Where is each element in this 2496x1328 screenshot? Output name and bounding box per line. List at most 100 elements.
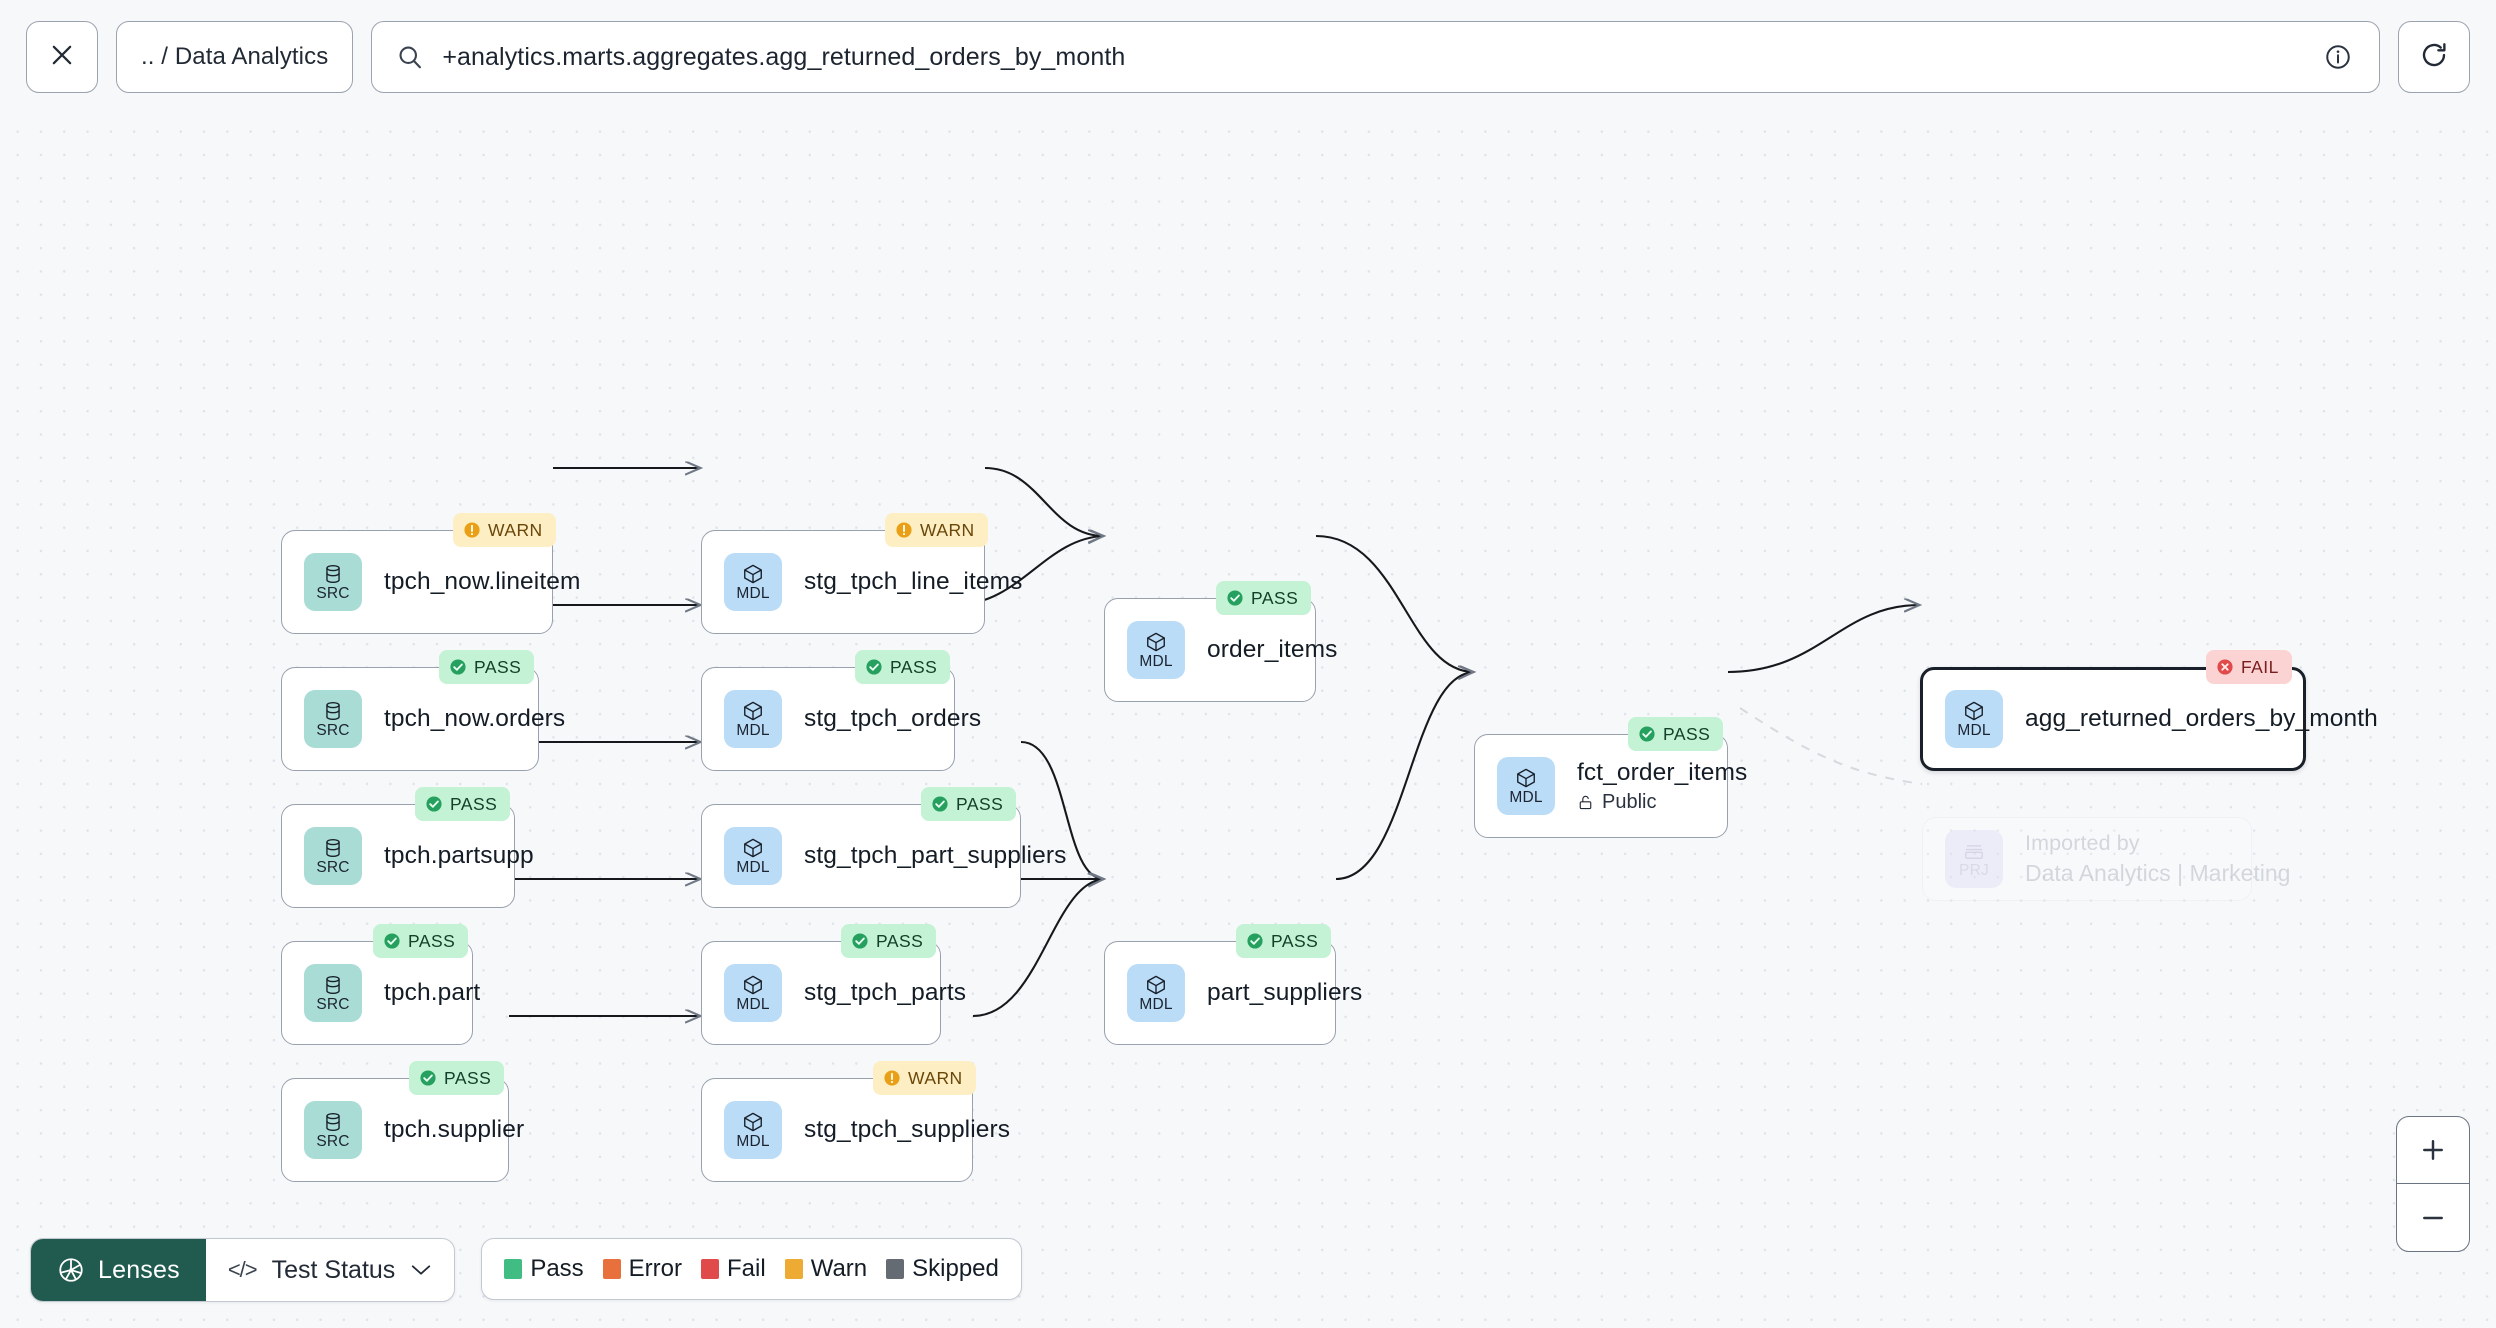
node-title: fct_order_items (1577, 758, 1748, 786)
status-fail-icon (2216, 658, 2234, 676)
mdl-icon (1514, 767, 1538, 789)
minus-icon (2419, 1204, 2447, 1232)
node-body: stg_tpch_suppliers (782, 1116, 1010, 1144)
node-title: tpch.partsupp (384, 842, 534, 869)
search-bar[interactable]: +analytics.marts.aggregates.agg_returned… (371, 21, 2380, 93)
legend-label: Error (628, 1255, 683, 1282)
legend-swatch-skipped (886, 1259, 905, 1279)
status-badge-order_items: PASS (1216, 581, 1312, 615)
legend-item-error[interactable]: Error (602, 1255, 683, 1283)
node-visibility-label: Public (1602, 790, 1657, 813)
lenses-label: Lenses (98, 1255, 180, 1284)
node-title: stg_tpch_line_items (804, 568, 1023, 595)
status-badge-label: WARN (908, 1067, 963, 1088)
legend-item-fail[interactable]: Fail (701, 1255, 766, 1283)
node-type-badge-src: SRC (304, 553, 362, 611)
src-icon (321, 837, 345, 859)
node-body: tpch.partsupp (362, 842, 534, 870)
graph-node-stg_tpch_parts[interactable]: MDL stg_tpch_parts (701, 941, 966, 1045)
node-type-label: PRJ (1959, 861, 1989, 879)
lenses-button[interactable]: Lenses (31, 1239, 206, 1301)
node-title: tpch.supplier (384, 1116, 525, 1143)
node-type-badge-prj: PRJ (1945, 830, 2003, 888)
status-badge-label: PASS (474, 656, 522, 677)
graph-node-agg_returned_orders_by_month[interactable]: MDL agg_returned_orders_by_month (1920, 667, 2378, 771)
node-body: tpch_now.orders (362, 705, 565, 733)
mdl-icon (1144, 974, 1168, 996)
node-type-label: MDL (1957, 721, 1991, 739)
legend-label: Fail (727, 1255, 766, 1282)
legend-swatch-pass (504, 1259, 523, 1279)
node-body: tpch.supplier (362, 1116, 524, 1144)
status-pass-icon (1246, 932, 1264, 950)
search-input[interactable]: +analytics.marts.aggregates.agg_returned… (442, 42, 1126, 71)
node-type-label: MDL (736, 995, 770, 1013)
close-button[interactable] (26, 21, 98, 93)
status-badge-label: PASS (890, 656, 938, 677)
graph-node-order_items[interactable]: MDL order_items (1104, 598, 1337, 702)
node-type-badge-mdl: MDL (724, 690, 782, 748)
graph-node-tpch_now_orders[interactable]: SRC tpch_now.orders (281, 667, 565, 771)
imported-by-project: Data Analytics | Marketing (2025, 860, 2291, 886)
status-pass-icon (383, 932, 401, 950)
status-badge-label: PASS (1663, 723, 1711, 744)
node-type-label: MDL (1139, 652, 1173, 670)
status-badge-agg_returned_orders_by_month: FAIL (2206, 650, 2292, 684)
legend-item-skipped[interactable]: Skipped (886, 1255, 999, 1283)
status-badge-stg_tpch_orders: PASS (855, 650, 951, 684)
edge-layer (473, 114, 2496, 1328)
status-badge-label: WARN (488, 519, 543, 540)
node-body: stg_tpch_parts (782, 979, 966, 1007)
node-title: stg_tpch_part_suppliers (804, 842, 1067, 869)
test-status-dropdown[interactable]: </> Test Status (206, 1239, 454, 1301)
legend-label: Skipped (912, 1255, 999, 1282)
zoom-in-button[interactable] (2397, 1117, 2469, 1184)
zoom-controls (2396, 1116, 2470, 1252)
status-badge-label: WARN (920, 519, 975, 540)
lenses-group: Lenses </> Test Status (30, 1238, 456, 1302)
status-pass-icon (425, 795, 443, 813)
zoom-out-button[interactable] (2397, 1184, 2469, 1251)
close-icon (48, 41, 76, 74)
info-icon[interactable] (2323, 42, 2353, 72)
status-badge-label: PASS (408, 930, 456, 951)
src-icon (321, 974, 345, 996)
mdl-icon (741, 974, 765, 996)
status-pass-icon (1226, 589, 1244, 607)
prj-icon (1962, 840, 1986, 862)
node-body: order_items (1185, 636, 1337, 664)
node-title: agg_returned_orders_by_month (2025, 705, 2378, 732)
status-warn-icon (463, 521, 481, 539)
node-title: part_suppliers (1207, 979, 1363, 1006)
graph-node-stg_tpch_line_items[interactable]: MDL stg_tpch_line_items (701, 530, 1022, 634)
breadcrumb: .. / Data Analytics (141, 43, 329, 70)
legend-item-pass[interactable]: Pass (504, 1255, 584, 1283)
node-title: tpch_now.orders (384, 705, 566, 732)
src-icon (321, 1111, 345, 1133)
node-type-badge-mdl: MDL (1945, 690, 2003, 748)
node-body: part_suppliers (1185, 979, 1362, 1007)
status-pass-icon (931, 795, 949, 813)
status-pass-icon (1638, 725, 1656, 743)
aperture-icon (57, 1256, 85, 1284)
breadcrumb-button[interactable]: .. / Data Analytics (116, 21, 354, 93)
refresh-button[interactable] (2398, 21, 2470, 93)
legend-swatch-error (602, 1259, 621, 1279)
status-badge-label: FAIL (2241, 656, 2279, 677)
node-type-label: SRC (316, 721, 350, 739)
test-status-label: Test Status (271, 1255, 396, 1284)
node-type-badge-mdl: MDL (724, 553, 782, 611)
legend-item-warn[interactable]: Warn (784, 1255, 867, 1283)
